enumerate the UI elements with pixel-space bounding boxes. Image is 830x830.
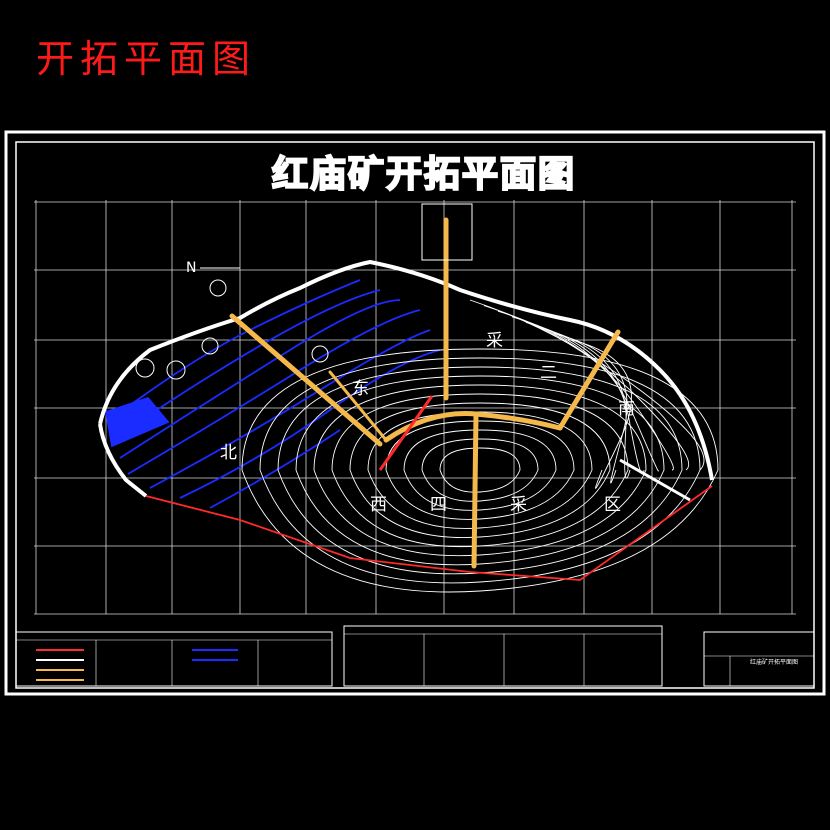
inner-frame — [15, 141, 815, 689]
legend-table-middle — [343, 625, 663, 687]
outer-frame — [4, 130, 826, 696]
blue-contour — [114, 289, 381, 439]
goaf-area — [104, 396, 170, 448]
west-roadway — [328, 370, 388, 442]
borehole-icon — [166, 360, 186, 380]
blue-contour — [149, 329, 431, 489]
east-incline — [557, 329, 621, 431]
borehole-icon — [311, 345, 329, 363]
zone-label: 北 — [220, 443, 237, 463]
shaft-markers — [135, 279, 329, 380]
roadways — [229, 217, 621, 569]
zone-labels: 西四采区北二采南东 — [220, 331, 635, 515]
zone-label: 四 — [430, 495, 447, 515]
contour-line — [439, 447, 521, 493]
contour-line — [295, 375, 665, 566]
contour-line — [567, 338, 632, 489]
contour-line — [241, 348, 719, 593]
contour-line — [331, 393, 629, 548]
contour-line — [385, 420, 575, 520]
title-block-drawing-name: 红庙矿开拓平面图 — [750, 658, 798, 666]
borehole-icon — [135, 358, 155, 378]
zone-label: 采 — [486, 331, 503, 351]
contour-line — [403, 429, 557, 511]
north-arrow-label: N — [186, 260, 196, 276]
mine-boundary-south — [145, 485, 713, 581]
contour-line — [553, 333, 628, 484]
page-title: 开拓平面图 — [36, 37, 257, 81]
terrain-contours — [241, 299, 719, 593]
borehole-icon — [209, 279, 227, 297]
zone-label: 南 — [618, 399, 635, 419]
contour-line — [367, 411, 593, 529]
title-block — [703, 631, 815, 687]
mine-boundary-east-inner — [619, 458, 691, 502]
contour-line — [277, 366, 683, 575]
west-incline — [229, 313, 383, 447]
shaft-station — [421, 203, 473, 261]
zone-label: 西 — [370, 495, 387, 515]
contour-line — [313, 384, 647, 557]
blue-contour — [209, 429, 341, 509]
south-roadway — [471, 411, 479, 569]
zone-label: 采 — [510, 495, 527, 515]
blue-contour — [119, 299, 401, 459]
mine-boundary-north — [98, 259, 714, 481]
contour-line — [421, 438, 539, 502]
contour-line — [349, 402, 611, 538]
zone-label: 二 — [540, 363, 557, 383]
zone-label: 东 — [352, 379, 369, 399]
return-airway — [378, 395, 434, 471]
borehole-icon — [201, 337, 219, 355]
zone-label: 区 — [604, 495, 621, 515]
mine-boundary-west — [98, 423, 148, 498]
drawing-title: 红庙矿开拓平面图 — [272, 154, 576, 195]
legend-table-left — [15, 631, 333, 687]
